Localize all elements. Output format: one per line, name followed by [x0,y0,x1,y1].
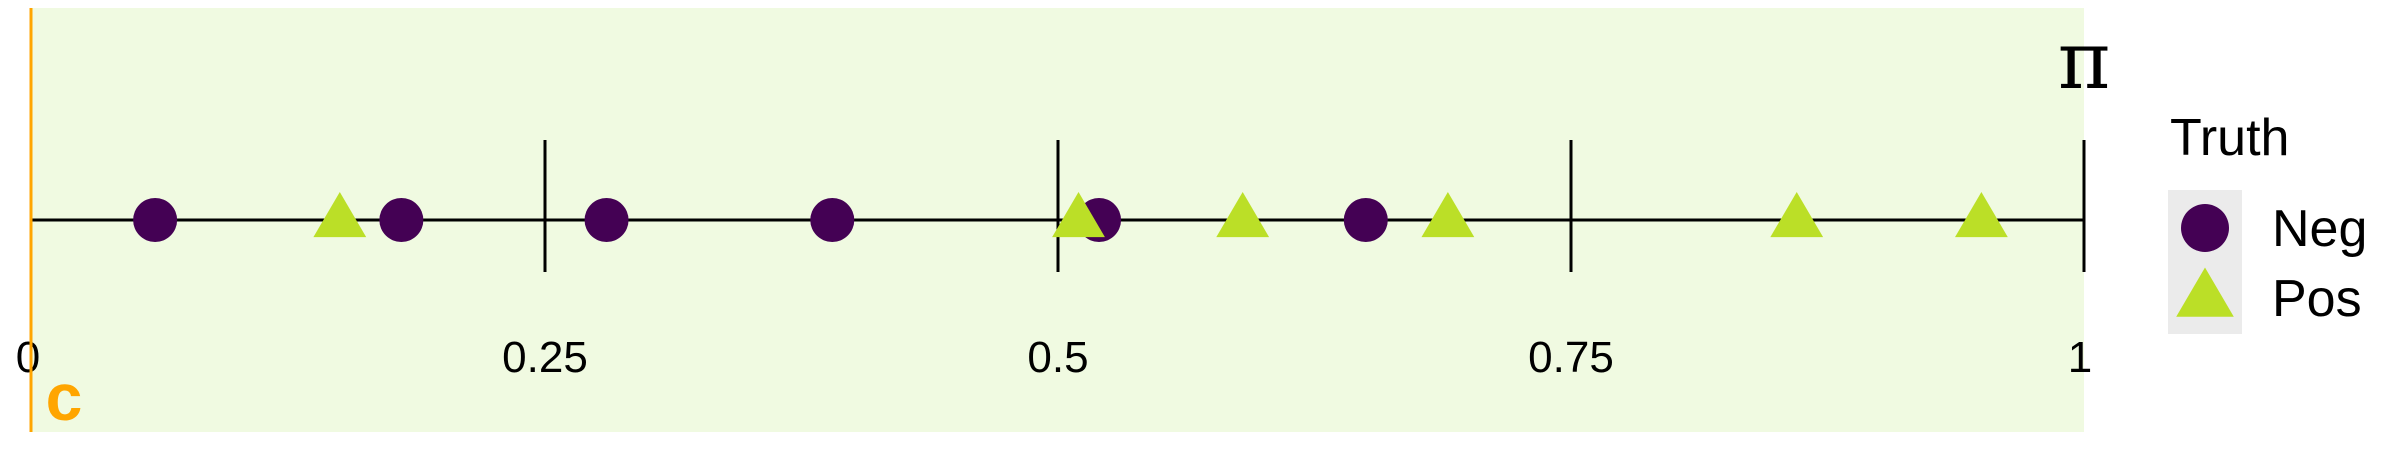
axis-layer: 0 0.25 0.5 0.75 1 [16,140,2092,382]
data-point-neg [133,198,178,242]
points-layer [133,192,2008,242]
data-point-neg [584,198,629,242]
tick-label: 1 [2068,333,2092,382]
tick-label: 0.5 [1027,333,1088,382]
data-point-pos [1770,192,1824,238]
tick-label: 0.25 [502,333,588,382]
legend-label-pos: Pos [2272,270,2362,328]
tick-label: 0 [16,333,40,382]
data-point-pos [1216,192,1270,238]
tick-label: 0.75 [1528,333,1614,382]
legend-title: Truth [2170,109,2289,167]
legend-key-neg [2181,204,2229,252]
data-point-pos [1421,192,1475,238]
data-point-pos [1955,192,2008,238]
data-point-pos [1052,192,1105,238]
data-point-neg [810,198,855,242]
axis-end-label: π [2058,14,2111,107]
data-point-neg [1343,198,1388,242]
data-point-neg [379,198,424,242]
legend-key-pos [2176,267,2234,317]
threshold-label: c [46,360,83,434]
legend-label-neg: Neg [2272,200,2367,258]
data-point-pos [313,192,367,238]
